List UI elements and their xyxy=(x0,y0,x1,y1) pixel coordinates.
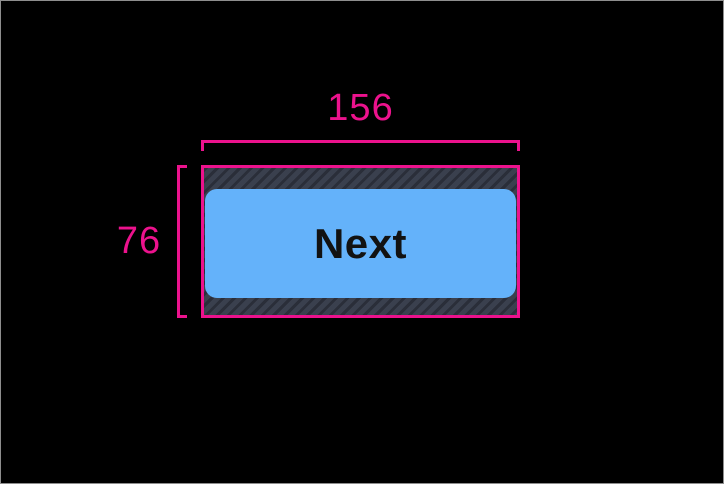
touch-target-outline: Next xyxy=(201,165,520,318)
height-dimension-bracket xyxy=(177,165,187,318)
height-dimension-label: 76 xyxy=(116,220,162,262)
width-dimension-bracket xyxy=(201,140,520,151)
next-button[interactable]: Next xyxy=(205,189,516,298)
width-dimension-label: 156 xyxy=(327,87,394,129)
